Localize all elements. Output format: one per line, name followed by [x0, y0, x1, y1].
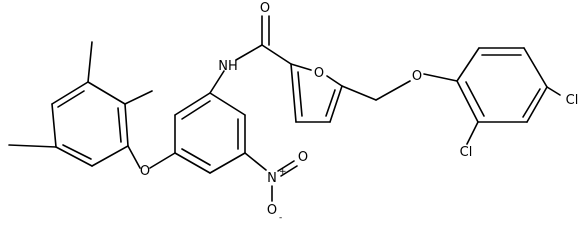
bond [55, 146, 93, 167]
chlorine-para-label: Cl [566, 93, 579, 108]
furan-oxygen-label: O [314, 66, 324, 81]
bond [290, 63, 312, 71]
amide-oxygen-label: O [260, 1, 270, 16]
bond [87, 81, 126, 105]
bond [62, 144, 92, 160]
bond [127, 145, 141, 169]
nitro-oxygen-bottom-charge: - [279, 213, 282, 223]
bond [51, 103, 57, 148]
amide-nitrogen-label: NH [218, 59, 238, 74]
bond [244, 152, 267, 171]
nitro-oxygen-bottom-label: O [267, 203, 277, 218]
bond [326, 75, 343, 87]
nitro-oxygen-top-label: O [298, 150, 308, 165]
bond [209, 92, 246, 116]
bond [235, 44, 263, 61]
bond [174, 152, 211, 174]
bond [181, 100, 211, 120]
bond [277, 160, 295, 172]
bond [546, 86, 561, 96]
bond [341, 85, 377, 101]
bond [280, 165, 298, 177]
bond [209, 152, 246, 174]
nitro-nitrogen-charge: + [279, 167, 287, 177]
bond [51, 81, 89, 105]
bond [290, 63, 297, 123]
bond [465, 81, 485, 117]
atom-labels: O NH O O O Cl Cl N + O O - [140, 1, 578, 223]
bond [297, 71, 303, 117]
bond [526, 86, 548, 123]
bond [523, 47, 548, 88]
bond [375, 80, 411, 101]
methyl-bond [87, 41, 93, 83]
ether-oxygen-right-label: O [412, 69, 422, 84]
ether-oxygen-left-label: O [140, 164, 150, 179]
bond [325, 89, 336, 117]
methyl-bond [8, 144, 57, 148]
bond [329, 85, 343, 123]
nitro-nitrogen-label: N [267, 171, 277, 186]
bond [456, 47, 480, 82]
bond [456, 80, 479, 123]
bond [522, 88, 541, 118]
bond [149, 152, 176, 169]
bond [261, 44, 292, 65]
bond [209, 70, 225, 94]
bond [91, 145, 129, 167]
bond [423, 73, 458, 82]
bond [466, 121, 479, 145]
bond [181, 148, 211, 166]
chlorine-ortho-label: Cl [460, 145, 473, 160]
bond [57, 90, 85, 108]
bond [174, 92, 211, 116]
bonds [8, 15, 561, 202]
bond [124, 103, 129, 147]
methyl-bond [124, 90, 153, 105]
bond [117, 107, 122, 143]
